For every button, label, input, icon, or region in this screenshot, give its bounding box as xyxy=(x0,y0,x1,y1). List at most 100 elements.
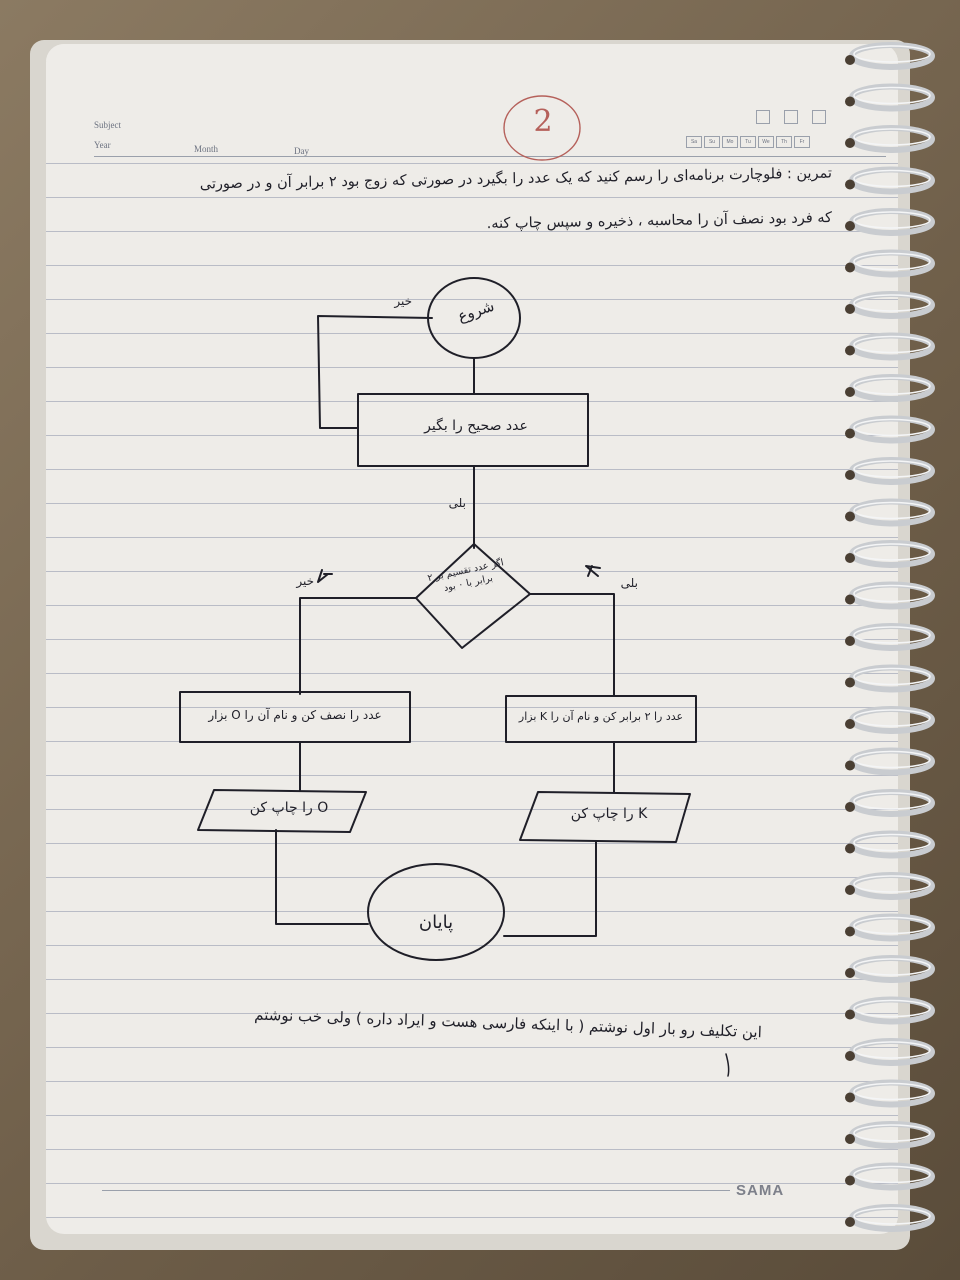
spiral-ring-highlight xyxy=(853,169,931,188)
spiral-ring-highlight xyxy=(853,45,931,63)
page-number-circle xyxy=(503,95,581,161)
loop-back-line xyxy=(317,315,433,429)
binding-hole xyxy=(845,387,855,397)
binding-hole xyxy=(845,885,855,895)
weekday-box: Tu xyxy=(740,136,756,148)
spiral-ring-highlight xyxy=(853,294,931,312)
binding-hole xyxy=(845,594,855,605)
binding-hole xyxy=(845,636,855,646)
binding-hole xyxy=(845,1175,855,1186)
spiral-ring-highlight xyxy=(853,833,931,852)
weekday-box: Sa xyxy=(686,136,702,148)
weekday-box: We xyxy=(758,136,774,148)
weekday-box: Mo xyxy=(722,136,738,148)
rain-icon xyxy=(812,110,826,124)
yes-branch-label: بلی xyxy=(620,576,638,590)
spiral-ring-highlight xyxy=(853,1041,931,1059)
subject-label: Subject xyxy=(94,120,121,130)
spiral-ring-highlight xyxy=(853,128,931,146)
output-yes-label: K را چاپ کن xyxy=(570,806,648,822)
process-yes-label: عدد را ۲ برابر کن و نام آن را K بزار xyxy=(518,710,684,723)
spiral-ring-highlight xyxy=(853,86,931,105)
binding-hole xyxy=(845,968,855,978)
process-no-box xyxy=(179,691,411,743)
after-input-label: بلی xyxy=(448,496,466,510)
binding-hole xyxy=(845,1092,855,1103)
weekday-box: Th xyxy=(776,136,792,148)
output-yes-to-end xyxy=(503,841,597,937)
binding-hole xyxy=(845,138,855,148)
binding-hole xyxy=(845,1051,855,1061)
spiral-ring-highlight xyxy=(853,584,931,603)
loop-no-label: خیر xyxy=(394,294,412,308)
cloud-icon xyxy=(784,110,798,124)
footnote-stroke xyxy=(725,1053,730,1077)
process-yes-box xyxy=(505,695,697,743)
output-no-parallelogram xyxy=(197,789,367,833)
yes-branch-line xyxy=(529,593,615,697)
weekday-box: Fr xyxy=(794,136,810,148)
binding-hole xyxy=(845,428,855,439)
spiral-ring-highlight xyxy=(853,501,931,520)
day-label: Day xyxy=(294,146,309,156)
binding-hole xyxy=(845,1217,855,1227)
binding-hole xyxy=(845,1134,855,1144)
brand-logo: SAMA xyxy=(736,1182,785,1199)
weekday-boxes: Sa Su Mo Tu We Th Fr xyxy=(686,136,810,148)
decision-diamond xyxy=(415,543,531,649)
spiral-ring-highlight xyxy=(853,709,931,727)
spiral-binding xyxy=(845,42,935,1232)
header-rule xyxy=(94,156,886,157)
binding-hole xyxy=(845,677,855,688)
year-label: Year xyxy=(94,140,111,150)
spiral-ring-highlight xyxy=(853,543,931,561)
binding-hole xyxy=(845,179,855,190)
month-label: Month xyxy=(194,144,219,154)
binding-hole xyxy=(845,802,855,812)
binding-hole xyxy=(845,262,855,273)
binding-hole xyxy=(845,553,855,563)
spiral-ring-highlight xyxy=(853,626,931,644)
spiral-ring-highlight xyxy=(853,1165,931,1184)
spiral-ring-highlight xyxy=(853,999,931,1018)
spiral-ring-highlight xyxy=(853,750,931,769)
end-terminal xyxy=(367,863,505,961)
spiral-ring-highlight xyxy=(853,335,931,354)
spiral-ring-highlight xyxy=(853,1207,931,1225)
binding-hole xyxy=(845,96,855,107)
weekday-box: Su xyxy=(704,136,720,148)
spiral-ring-highlight xyxy=(853,377,931,395)
spiral-ring-highlight xyxy=(853,418,931,437)
spiral-ring-highlight xyxy=(853,916,931,935)
spiral-ring-highlight xyxy=(853,792,931,810)
spiral-ring-highlight xyxy=(853,875,931,893)
page-number: 2 xyxy=(533,104,553,139)
binding-hole xyxy=(845,719,855,729)
no-branch-label: خیر xyxy=(296,574,314,588)
binding-hole xyxy=(845,55,855,65)
output-yes-parallelogram xyxy=(519,791,691,843)
binding-hole xyxy=(845,760,855,771)
spiral-ring-highlight xyxy=(853,958,931,976)
spiral-ring-highlight xyxy=(853,1082,931,1101)
spiral-ring-highlight xyxy=(853,211,931,229)
output-no-to-end xyxy=(275,829,369,925)
spiral-ring-highlight xyxy=(853,252,931,271)
binding-hole xyxy=(845,843,855,854)
notebook-page: Subject Year Month Day Sa Su Mo Tu We Th… xyxy=(46,44,898,1234)
spiral-ring-highlight xyxy=(853,667,931,686)
binding-hole xyxy=(845,304,855,314)
binding-hole xyxy=(845,1009,855,1020)
binding-hole xyxy=(845,345,855,356)
process-no-label: عدد را نصف کن و نام آن را O بزار xyxy=(208,708,382,722)
binding-hole xyxy=(845,511,855,522)
output-no-label: O را چاپ کن xyxy=(249,800,329,816)
binding-hole xyxy=(845,470,855,480)
spiral-ring-highlight xyxy=(853,1124,931,1142)
input-label: عدد صحیح را بگیر xyxy=(424,418,528,434)
end-label: پایان xyxy=(418,912,454,933)
yes-arrow-mark xyxy=(585,565,601,577)
footer-rule xyxy=(102,1190,730,1191)
page-header-area xyxy=(46,44,898,162)
